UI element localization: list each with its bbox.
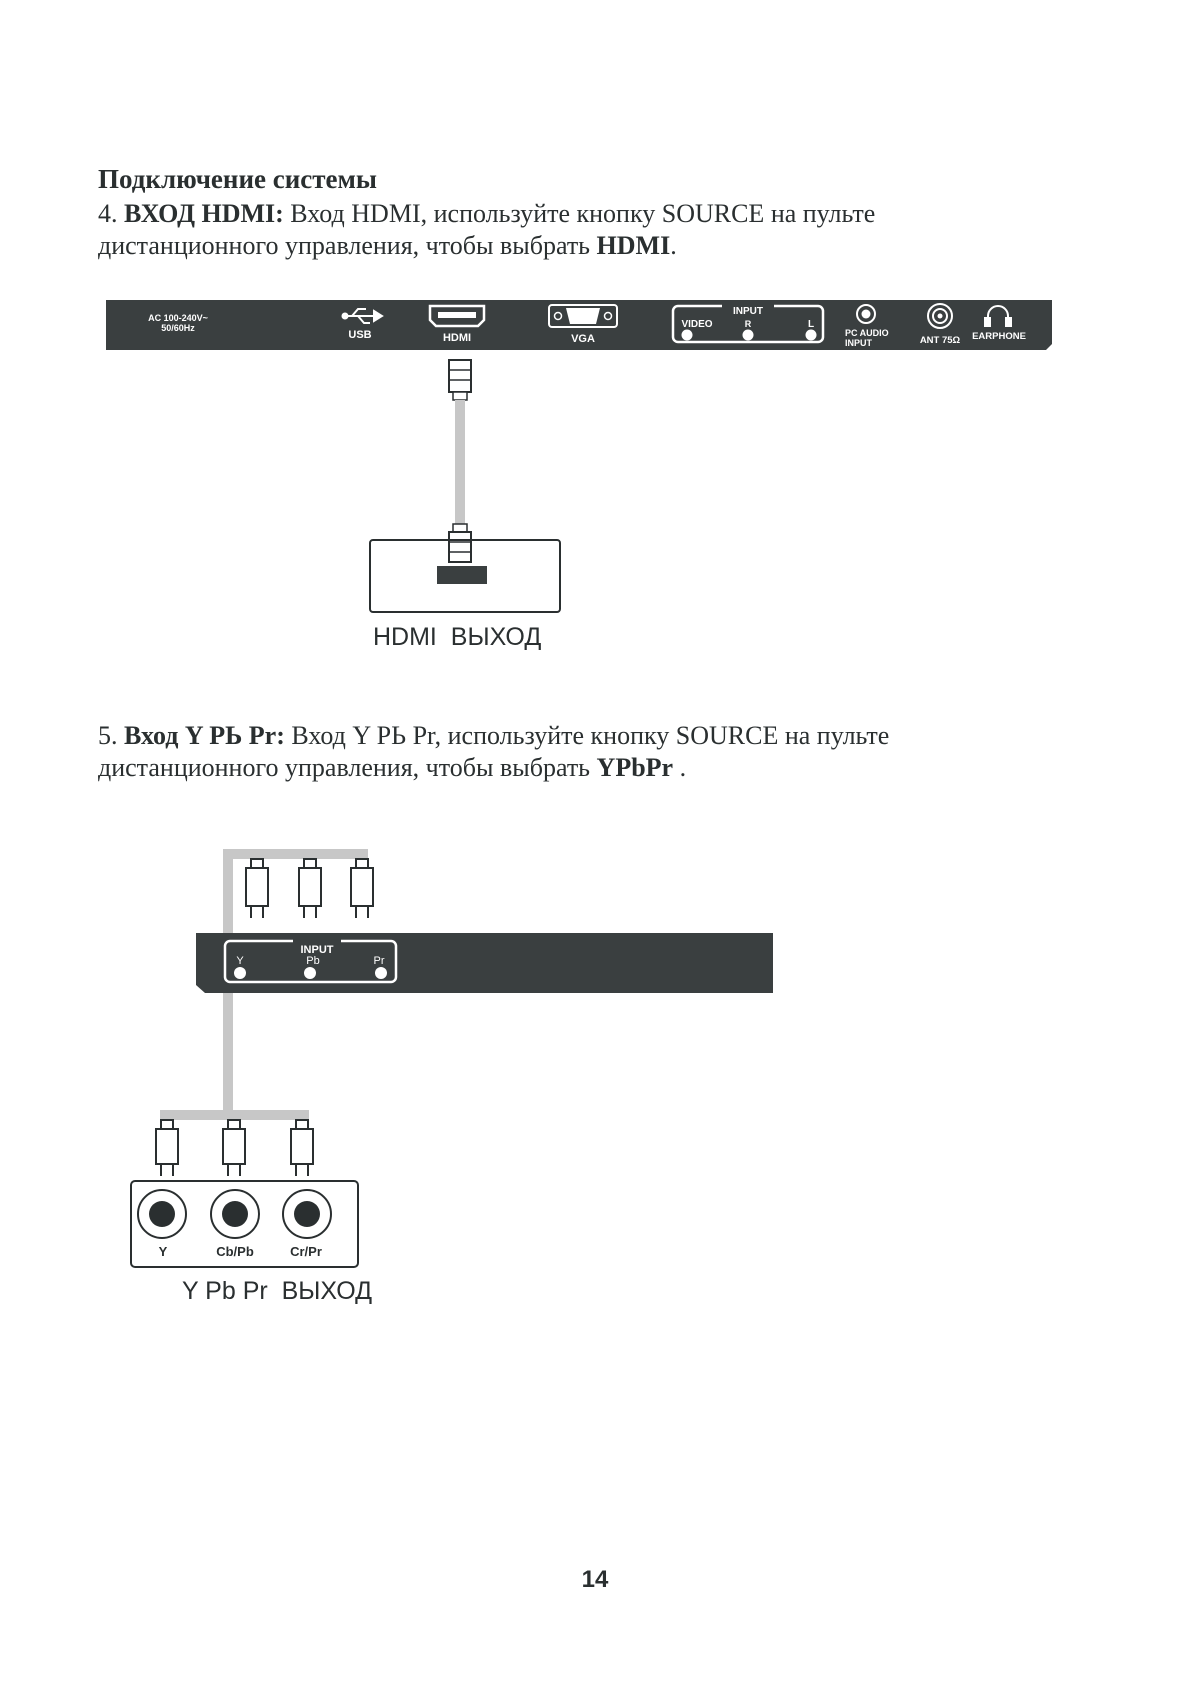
pr-plug-top [350, 858, 374, 918]
ypbpr-step-line2: дистанционного управления, чтобы выбрать [98, 753, 597, 782]
page-number: 14 [581, 1566, 609, 1593]
av-l-label: L [808, 319, 814, 330]
source-cb-label: Cb/Pb [216, 1244, 254, 1259]
source-cr-label: Cr/Pr [290, 1244, 322, 1259]
power-freq-label: 50/60Hz [161, 323, 195, 333]
source-y-label: Y [159, 1244, 168, 1259]
hdmi-source-device [369, 539, 561, 613]
hdmi-step-number: 4 [98, 199, 111, 228]
power-label: AC 100-240V~ [148, 313, 208, 323]
hdmi-step-title: ВХОД HDMI: [124, 199, 284, 228]
page-heading: Подключение системы [98, 164, 377, 194]
ypbpr-step-target: YPbPr [596, 753, 674, 782]
component-input-label: INPUT [301, 944, 334, 956]
hdmi-label: HDMI [443, 332, 471, 344]
earphone-label: EARPHONE [972, 331, 1026, 342]
tv-rear-panel: AC 100-240V~ 50/60Hz USB HDMI VGA [106, 300, 1052, 350]
hdmi-step-target: HDMI [596, 231, 671, 260]
pb-plug-top [298, 858, 322, 918]
component-cable-bottom [160, 1110, 309, 1120]
av-input-label: INPUT [733, 306, 763, 317]
y-plug-bottom [155, 1119, 179, 1176]
av-r-label: R [745, 319, 752, 329]
antenna-jack [927, 303, 953, 329]
earphone-icon [984, 305, 1012, 327]
ypbpr-step-text: Вход Y PЬ Pr, используйте кнопку SOURCE … [284, 721, 890, 750]
ypbpr-step-title: Вход Y PЬ Pr: [124, 721, 285, 750]
hdmi-step-line2: дистанционного управления, чтобы выбрать [98, 231, 597, 260]
vga-port [548, 304, 618, 328]
hdmi-instructions: 4. ВХОД HDMI: Вход HDMI, используйте кно… [98, 199, 876, 260]
ypbpr-output-caption: Y Pb Pr ВЫХОД [182, 1277, 372, 1305]
ypbpr-instructions: 5. Вход Y PЬ Pr: Вход Y PЬ Pr, используй… [98, 721, 890, 782]
hdmi-step-text: Вход HDMI, используйте кнопку SOURCE на … [283, 199, 876, 228]
hdmi-output-caption: HDMI ВЫХОД [373, 623, 541, 651]
component-y-label: Y [236, 955, 244, 967]
cb-plug-bottom [222, 1119, 246, 1176]
antenna-label: ANT 75Ω [920, 335, 961, 346]
pc-audio-label: PC AUDIO [845, 328, 889, 338]
ypbpr-step-number: 5. [98, 721, 124, 750]
hdmi-cable [448, 359, 472, 563]
component-plugs-top [245, 858, 374, 918]
av-input-group [671, 303, 825, 344]
pc-audio-input-label: INPUT [845, 338, 873, 348]
hdmi-port [428, 304, 486, 328]
av-video-label: VIDEO [681, 319, 712, 330]
component-pb-label: Pb [306, 955, 319, 967]
usb-label: USB [348, 329, 371, 341]
y-plug-top [245, 858, 269, 918]
vga-label: VGA [571, 333, 595, 345]
cr-plug-bottom [290, 1119, 314, 1176]
tv-component-panel [196, 933, 773, 993]
component-pr-label: Pr [374, 955, 385, 967]
usb-icon [341, 308, 384, 324]
component-plugs-bottom [155, 1119, 314, 1176]
ypbpr-source-device [130, 1180, 359, 1268]
pc-audio-jack [856, 304, 876, 324]
